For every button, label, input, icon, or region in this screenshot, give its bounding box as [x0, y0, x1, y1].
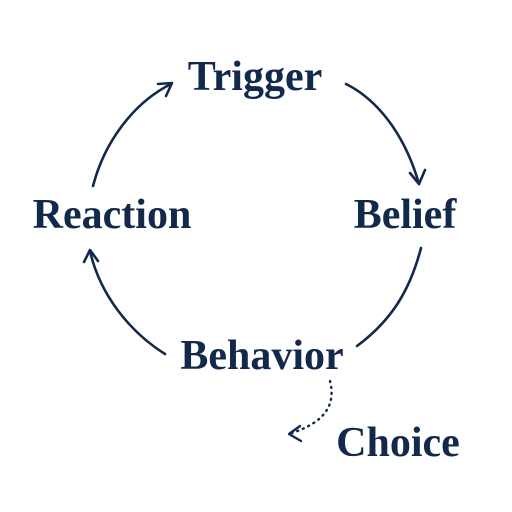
node-reaction: Reaction	[32, 192, 192, 238]
arrow-behavior-to-choice	[290, 379, 333, 435]
node-trigger: Trigger	[187, 54, 323, 100]
arrowhead-trigger	[156, 81, 174, 98]
arrowhead-belief	[408, 168, 427, 186]
node-behavior: Behavior	[180, 333, 344, 379]
node-belief: Belief	[353, 192, 457, 238]
arrow-trigger-to-belief	[344, 82, 421, 186]
arrow-belief-to-behavior	[355, 246, 423, 348]
arrowhead-choice	[287, 424, 303, 443]
arrowhead-reaction	[82, 248, 100, 264]
arrow-reaction-to-trigger	[91, 82, 173, 188]
node-choice: Choice	[336, 420, 460, 466]
arrow-behavior-to-reaction	[88, 249, 167, 356]
